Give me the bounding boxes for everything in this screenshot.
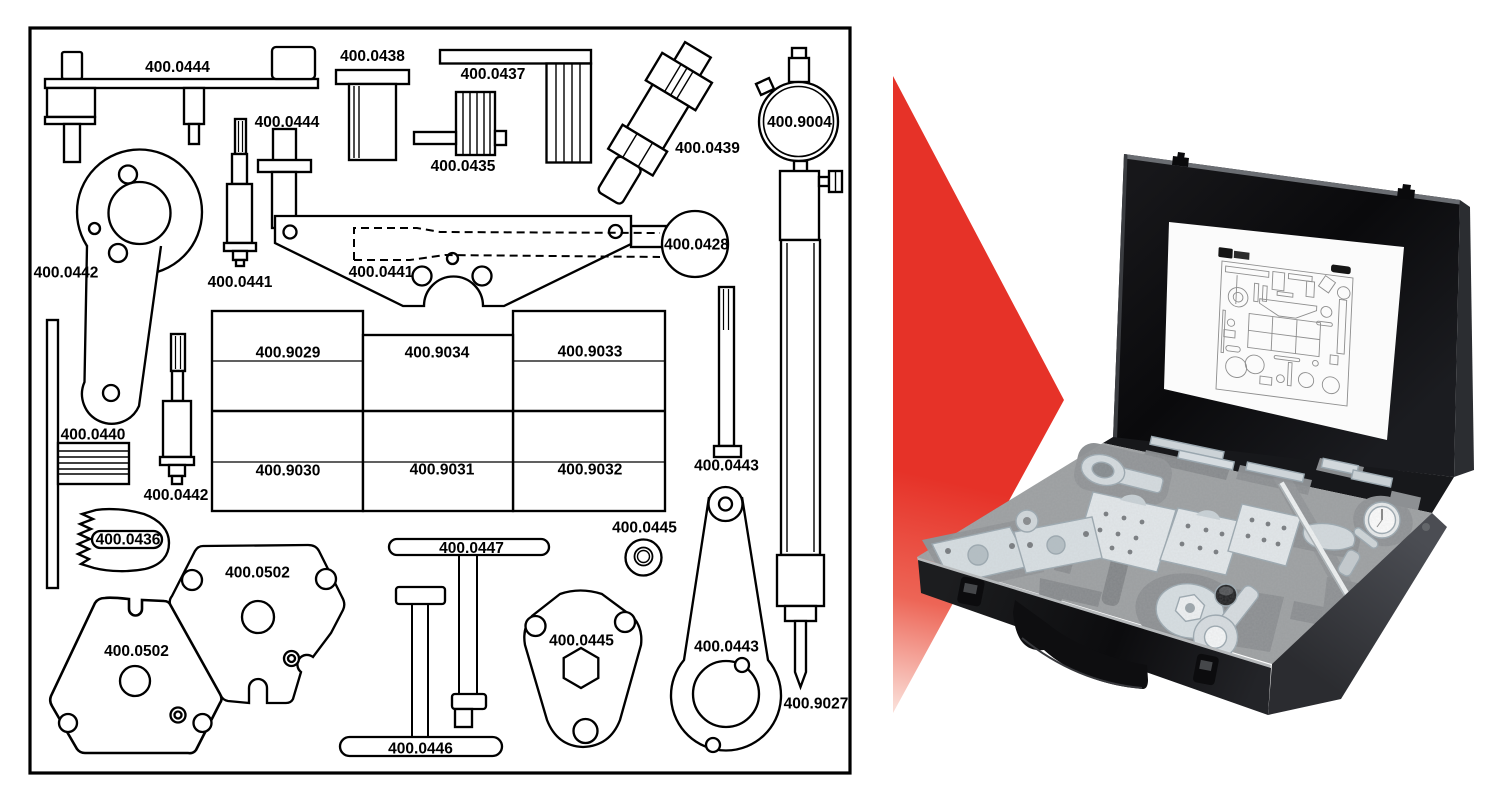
svg-text:400.0442: 400.0442: [34, 265, 99, 282]
svg-text:400.0446: 400.0446: [388, 741, 453, 758]
svg-text:400.9031: 400.9031: [410, 462, 475, 479]
svg-text:400.0435: 400.0435: [431, 158, 496, 175]
svg-text:400.0442: 400.0442: [144, 487, 209, 504]
svg-text:400.9034: 400.9034: [405, 345, 470, 362]
svg-text:400.0441: 400.0441: [349, 264, 414, 281]
svg-text:400.9029: 400.9029: [256, 345, 321, 362]
svg-text:400.0502: 400.0502: [104, 643, 169, 660]
svg-text:400.0444: 400.0444: [255, 114, 320, 131]
svg-text:400.0445: 400.0445: [549, 633, 614, 650]
svg-text:400.9004: 400.9004: [767, 114, 832, 131]
svg-text:400.9033: 400.9033: [558, 344, 623, 361]
svg-text:400.9032: 400.9032: [558, 462, 623, 479]
svg-text:400.0439: 400.0439: [675, 140, 740, 157]
svg-text:400.0441: 400.0441: [208, 274, 273, 291]
svg-text:400.9030: 400.9030: [256, 463, 321, 480]
svg-text:400.0444: 400.0444: [145, 59, 210, 76]
svg-text:400.0437: 400.0437: [461, 66, 526, 83]
svg-text:400.0438: 400.0438: [340, 48, 405, 65]
svg-text:400.0443: 400.0443: [694, 639, 759, 656]
svg-text:400.0428: 400.0428: [664, 237, 729, 254]
svg-text:400.0436: 400.0436: [96, 532, 161, 549]
svg-text:400.0440: 400.0440: [61, 427, 126, 444]
svg-text:400.0443: 400.0443: [694, 458, 759, 475]
svg-text:400.0447: 400.0447: [439, 540, 504, 557]
svg-text:400.0445: 400.0445: [612, 520, 677, 537]
svg-text:400.9027: 400.9027: [784, 696, 849, 713]
svg-text:400.0502: 400.0502: [225, 565, 290, 582]
